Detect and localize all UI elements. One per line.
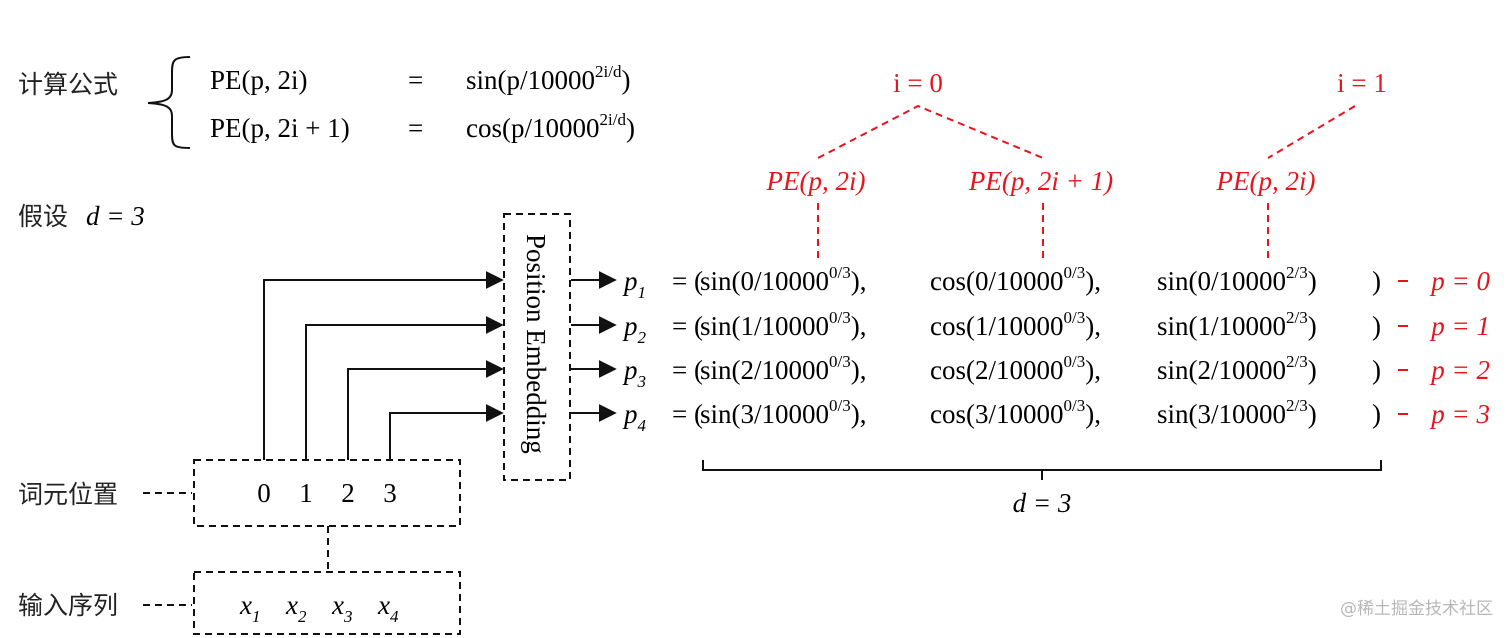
pe-label-1: PE(p, 2i) (766, 166, 866, 196)
encoding-open: = ( (672, 311, 703, 341)
token-position-1: 1 (299, 478, 313, 508)
encoding-term: sin(3/100002/3) (1157, 396, 1317, 429)
position-label: p = 2 (1429, 355, 1490, 385)
formula-row-2: PE(p, 2i + 1) = cos(p/100002i/d) (210, 110, 635, 143)
index-label-i1: i = 1 (1337, 68, 1387, 98)
encoding-rows: p1= (sin(0/100000/3),cos(0/100000/3),sin… (622, 263, 1490, 435)
arrow-position-2 (347, 360, 504, 460)
encoding-term: sin(0/100002/3) (1157, 263, 1317, 296)
token-position-2: 2 (341, 478, 355, 508)
formula-row-1-lhs: PE(p, 2i) (210, 65, 308, 95)
formula-row-1-eq: = (408, 65, 423, 95)
input-token-1: x1 (239, 590, 260, 626)
input-token-2: x2 (285, 590, 307, 626)
output-arrows (571, 271, 617, 422)
encoding-term: sin(1/100002/3) (1157, 308, 1317, 341)
encoding-term: cos(2/100000/3), (930, 352, 1101, 385)
pe-label-2: PE(p, 2i + 1) (968, 166, 1113, 196)
assumption-expr: d = 3 (86, 201, 145, 231)
position-label: p = 1 (1429, 311, 1490, 341)
encoding-vector-name: p1 (622, 266, 646, 302)
position-label: p = 0 (1429, 266, 1490, 296)
encoding-close: ) (1372, 311, 1381, 341)
input-token-3: x3 (331, 590, 352, 626)
encoding-open: = ( (672, 355, 703, 385)
encoding-vector-name: p4 (622, 399, 647, 435)
encoding-term: cos(0/100000/3), (930, 263, 1101, 296)
arrow-position-0 (263, 271, 504, 460)
input-sequence-box (193, 571, 461, 635)
encoding-term: cos(3/100000/3), (930, 396, 1101, 429)
index-annotations: i = 0 i = 1 PE(p, 2i) PE(p, 2i + 1) PE(p… (766, 68, 1387, 262)
formula-row-2-eq: = (408, 113, 423, 143)
encoding-row: p4 = (sin(3/100000/3), cos(3/100000/3), sin… (622, 396, 1490, 435)
encoding-open: = ( (672, 399, 703, 429)
encoding-term: sin(3/100000/3), (700, 396, 867, 429)
position-embedding-box (503, 213, 571, 481)
dimension-brace: d = 3 (702, 460, 1382, 518)
encoding-term: sin(0/100000/3), (700, 263, 867, 296)
formula-brace (147, 56, 191, 149)
formula-row-1: PE(p, 2i) = sin(p/100002i/d) (210, 62, 630, 95)
pe-label-3: PE(p, 2i) (1216, 166, 1316, 196)
arrow-position-3 (389, 404, 504, 460)
token-positions: 词元位置 0 1 2 3 (18, 459, 461, 527)
encoding-open: = ( (672, 266, 703, 296)
token-position-0: 0 (257, 478, 271, 508)
assumption: 假设 d = 3 (18, 201, 145, 231)
position-arrows (263, 271, 504, 460)
encoding-term: sin(2/100000/3), (700, 352, 867, 385)
token-positions-box (193, 459, 461, 527)
encoding-row: p3 = (sin(2/100000/3), cos(2/100000/3), sin… (622, 352, 1490, 391)
formula-row-2-rhs: cos(p/100002i/d) (466, 110, 635, 143)
encoding-row: p1 = (sin(0/100000/3), cos(0/100000/3), sin… (622, 263, 1490, 302)
position-embedding-label: Position Embedding (521, 234, 551, 454)
formula-block: 计算公式 PE(p, 2i) = sin(p/100002i/d) PE(p, … (18, 56, 635, 149)
dimension-label: d = 3 (1013, 488, 1072, 518)
index-i1-branch (1267, 105, 1356, 159)
encoding-term: sin(2/100002/3) (1157, 352, 1317, 385)
encoding-close: ) (1372, 399, 1381, 429)
token-positions-label: 词元位置 (18, 480, 118, 509)
input-sequence-label: 输入序列 (18, 591, 118, 620)
encoding-close: ) (1372, 266, 1381, 296)
formula-row-2-lhs: PE(p, 2i + 1) (210, 113, 350, 143)
watermark: @稀土掘金技术社区 (1340, 599, 1493, 619)
assumption-label: 假设 (18, 202, 68, 231)
index-label-i0: i = 0 (893, 68, 943, 98)
input-token-4: x4 (377, 590, 399, 626)
index-i0-branch (817, 104, 1044, 159)
input-sequence: 输入序列 x1 x2 x3 x4 (18, 571, 461, 635)
token-position-3: 3 (383, 478, 397, 508)
encoding-term: sin(1/100000/3), (700, 308, 867, 341)
encoding-term: cos(1/100000/3), (930, 308, 1101, 341)
position-embedding: Position Embedding (503, 213, 571, 481)
dimension-brace-line (702, 460, 1382, 471)
position-label: p = 3 (1429, 399, 1490, 429)
encoding-vector-name: p3 (622, 355, 646, 391)
formula-row-1-rhs: sin(p/100002i/d) (466, 62, 630, 95)
encoding-vector-name: p2 (622, 311, 647, 347)
arrow-position-1 (305, 316, 504, 460)
encoding-row: p2 = (sin(1/100000/3), cos(1/100000/3), sin… (622, 308, 1490, 347)
encoding-close: ) (1372, 355, 1381, 385)
formula-label: 计算公式 (18, 70, 118, 99)
